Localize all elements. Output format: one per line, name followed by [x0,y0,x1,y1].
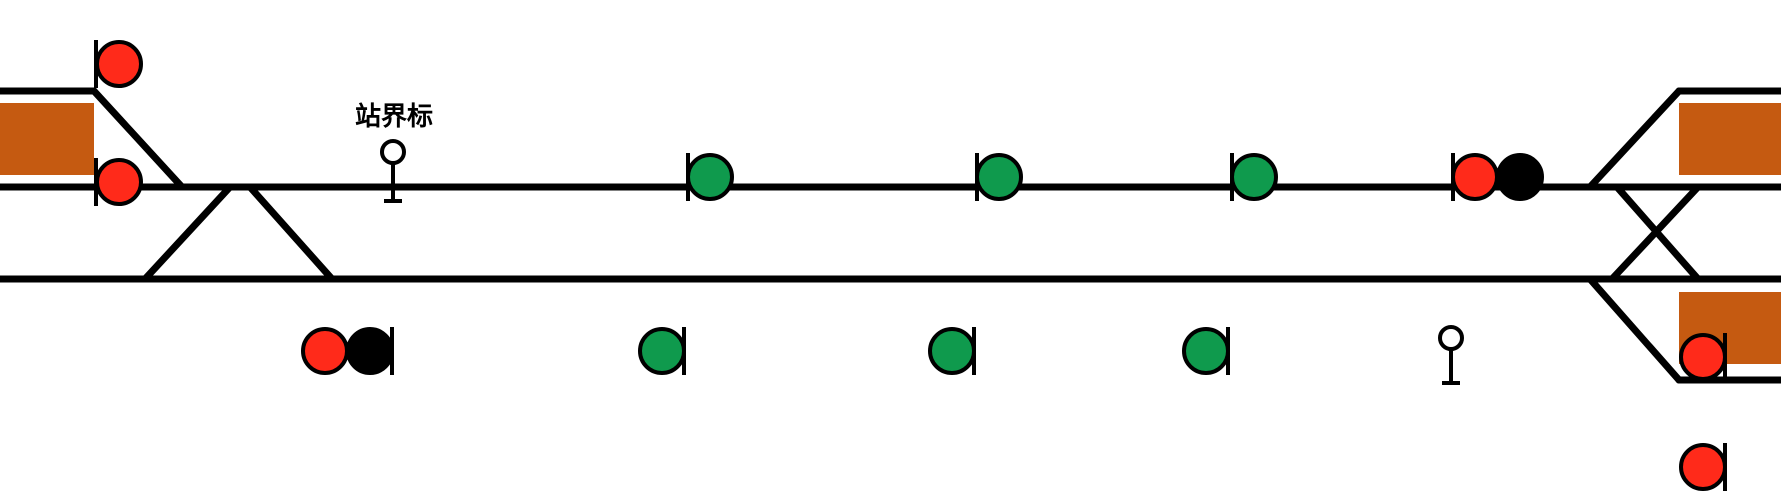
signal-upper-main-2 [975,153,1023,201]
signal-lamp-green [928,327,976,375]
signal-upper-left-platform [94,158,143,206]
crossover-right-b [1608,183,1702,283]
crossover-left-a [141,183,234,283]
station-boundary-label: 站界标 [355,102,433,132]
boundary-marker-head [380,139,406,165]
signal-upper-main-1 [686,153,734,201]
signal-lower-main-3 [1182,327,1230,375]
signal-lamp-red [95,40,143,88]
turnout-left-siding [90,87,186,191]
signal-lamp-red [301,327,349,375]
signal-lower-entry [301,327,394,375]
signal-lamp-green [1182,327,1230,375]
signal-lamp-red [1451,153,1499,201]
crossover-left-b [246,183,336,283]
signal-lamp-green [1230,153,1278,201]
lower-boundary-marker [1438,325,1464,385]
turnout-right-lower [1586,275,1683,384]
platforms [0,103,1781,364]
signals [94,40,1727,491]
platform-left [0,103,94,175]
signal-lamp-green [975,153,1023,201]
signal-lamp-dark [346,327,394,375]
signal-lamp-red [1679,443,1727,491]
signal-lower-main-1 [638,327,686,375]
platform-right-upper [1679,103,1781,175]
signal-lower-right-platform [1679,333,1727,381]
turnout-right-upper [1586,87,1683,191]
upper-boundary-marker [380,139,406,203]
signal-lamp-green [638,327,686,375]
signal-lamp-green [686,153,734,201]
signal-lamp-red [1679,333,1727,381]
signal-upper-main-3 [1230,153,1278,201]
boundary-marker-head [1438,325,1464,351]
signal-lamp-dark [1496,153,1544,201]
signal-lamp-red [95,158,143,206]
signal-lower-right-bottom [1679,443,1727,491]
signal-lower-main-2 [928,327,976,375]
signal-upper-entry [1451,153,1544,201]
signal-upper-left-top [94,40,143,88]
tracks [0,87,1781,384]
